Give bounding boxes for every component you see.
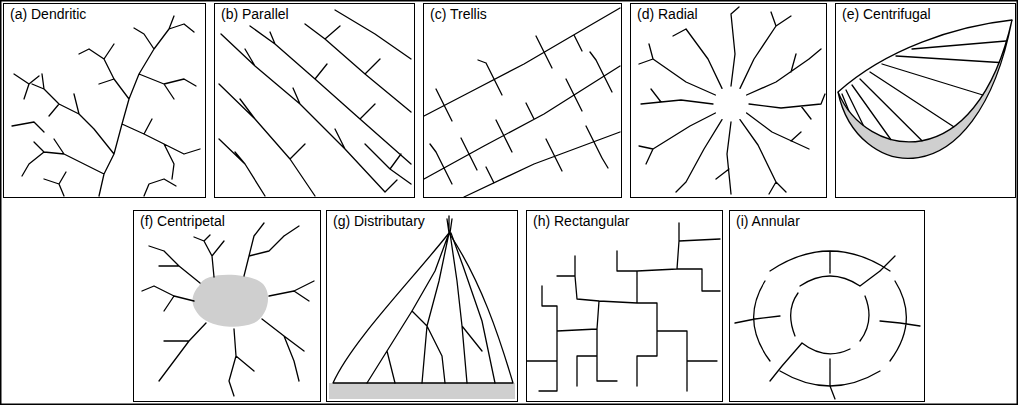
pattern-panel: (e) Centrifugal (835, 3, 1016, 198)
fan-outline (333, 233, 513, 383)
pattern-panel: (h) Rectangular (526, 210, 723, 402)
parallel-pattern (219, 10, 411, 196)
trellis-pattern (424, 8, 620, 197)
stream-network (527, 223, 720, 391)
pattern-label: (i) Annular (733, 213, 803, 229)
stream-network (219, 10, 411, 196)
stream-network (12, 16, 200, 196)
pattern-label: (e) Centrifugal (839, 6, 934, 22)
pattern-panel: (b) Parallel (214, 3, 415, 198)
sea-band (329, 383, 515, 399)
dendritic-pattern (12, 16, 200, 196)
pattern-panel: (f) Centripetal (133, 210, 321, 402)
annular-pattern (735, 251, 920, 399)
stream-network (367, 216, 495, 383)
distributary-pattern (329, 216, 515, 399)
pattern-panel: (c) Trellis (423, 3, 622, 198)
pattern-label: (h) Rectangular (530, 213, 633, 229)
centripetal-pattern (142, 223, 314, 396)
stream-network (639, 7, 825, 194)
radial-pattern (639, 7, 825, 194)
pattern-label: (d) Radial (634, 6, 701, 22)
pattern-label: (a) Dendritic (7, 6, 89, 22)
centrifugal-pattern (838, 20, 1012, 158)
pattern-panel: (g) Distributary (326, 210, 518, 402)
basin-lake (193, 275, 269, 327)
pattern-panel: (a) Dendritic (3, 3, 206, 198)
pattern-panel: (i) Annular (729, 210, 925, 402)
stream-network (735, 251, 920, 399)
stream-network (142, 223, 314, 396)
pattern-panel: (d) Radial (630, 3, 827, 198)
dome-top (838, 20, 1012, 92)
pattern-label: (g) Distributary (330, 213, 428, 229)
dome-edge (838, 20, 1012, 158)
pattern-label: (f) Centripetal (137, 213, 228, 229)
pattern-label: (b) Parallel (218, 6, 292, 22)
stream-network (842, 41, 1006, 141)
pattern-label: (c) Trellis (427, 6, 490, 22)
stream-network (424, 8, 620, 197)
rectangular-pattern (527, 223, 720, 391)
